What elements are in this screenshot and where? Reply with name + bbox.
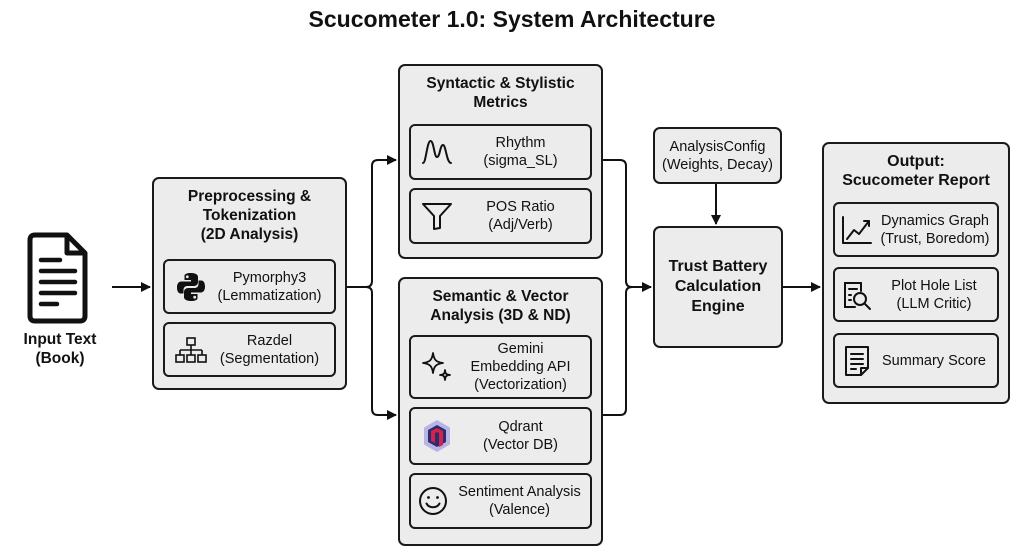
funnel-icon xyxy=(419,198,455,234)
waveform-icon xyxy=(419,134,455,170)
document-icon xyxy=(27,232,88,324)
output-title: Output: Scucometer Report xyxy=(842,153,990,189)
output-report-group: Output: Scucometer Report Dynamics Graph… xyxy=(822,142,1010,404)
analysis-config-node[interactable]: AnalysisConfig (Weights, Decay) xyxy=(653,127,782,184)
arrow-syntactic-to-engine xyxy=(603,159,652,292)
plot-hole-list-item[interactable]: Plot Hole List (LLM Critic) xyxy=(833,267,999,322)
syntactic-group: Syntactic & Stylistic Metrics Rhythm (si… xyxy=(398,64,603,259)
python-icon xyxy=(173,269,209,305)
smiley-icon xyxy=(415,483,451,519)
preprocessing-group: Preprocessing & Tokenization (2D Analysi… xyxy=(152,177,347,390)
pymorphy3-label: Pymorphy3 (Lemmatization) xyxy=(217,269,322,304)
syntactic-title: Syntactic & Stylistic Metrics xyxy=(426,75,575,111)
sentiment-analysis-label: Sentiment Analysis (Valence) xyxy=(458,484,581,518)
summary-score-label: Summary Score xyxy=(882,352,986,369)
gemini-embedding-item[interactable]: Gemini Embedding API (Vectorization) xyxy=(409,335,592,399)
plot-hole-list-label: Plot Hole List (LLM Critic) xyxy=(891,277,977,312)
qdrant-logo-icon xyxy=(419,418,455,454)
summary-score-item[interactable]: Summary Score xyxy=(833,333,999,388)
document-search-icon xyxy=(839,277,875,313)
diagram-title: Scucometer 1.0: System Architecture xyxy=(308,6,716,32)
engine-label: Trust Battery Calculation Engine xyxy=(668,258,768,315)
rhythm-item[interactable]: Rhythm (sigma_SL) xyxy=(409,124,592,180)
sentiment-analysis-item[interactable]: Sentiment Analysis (Valence) xyxy=(409,473,592,529)
qdrant-item[interactable]: Qdrant (Vector DB) xyxy=(409,407,592,465)
razdel-label: Razdel (Segmentation) xyxy=(219,332,320,367)
line-chart-icon xyxy=(839,212,875,248)
preprocessing-title: Preprocessing & Tokenization (2D Analysi… xyxy=(187,188,312,243)
semantic-title: Semantic & Vector Analysis (3D & ND) xyxy=(430,288,571,324)
gemini-embedding-label: Gemini Embedding API (Vectorization) xyxy=(470,341,571,393)
razdel-item[interactable]: Razdel (Segmentation) xyxy=(163,322,336,377)
pymorphy3-item[interactable]: Pymorphy3 (Lemmatization) xyxy=(163,259,336,314)
pos-ratio-label: POS Ratio (Adj/Verb) xyxy=(486,199,555,233)
rhythm-label: Rhythm (sigma_SL) xyxy=(483,135,558,169)
dynamics-graph-label: Dynamics Graph (Trust, Boredom) xyxy=(880,212,990,247)
pos-ratio-item[interactable]: POS Ratio (Adj/Verb) xyxy=(409,188,592,244)
trust-battery-engine[interactable]: Trust Battery Calculation Engine xyxy=(653,226,783,348)
input-text-label: Input Text (Book) xyxy=(23,331,97,367)
summary-document-icon xyxy=(839,343,875,379)
analysis-config-label: AnalysisConfig (Weights, Decay) xyxy=(662,138,773,173)
semantic-group: Semantic & Vector Analysis (3D & ND) Gem… xyxy=(398,277,603,546)
sparkle-icon xyxy=(419,349,455,385)
hierarchy-icon xyxy=(173,332,209,368)
arrow-preprocessing-to-semantic xyxy=(365,286,397,420)
arrow-preprocessing-to-syntactic xyxy=(347,155,397,288)
dynamics-graph-item[interactable]: Dynamics Graph (Trust, Boredom) xyxy=(833,202,999,257)
qdrant-label: Qdrant (Vector DB) xyxy=(483,419,558,453)
arrow-semantic-to-engine xyxy=(603,286,633,416)
